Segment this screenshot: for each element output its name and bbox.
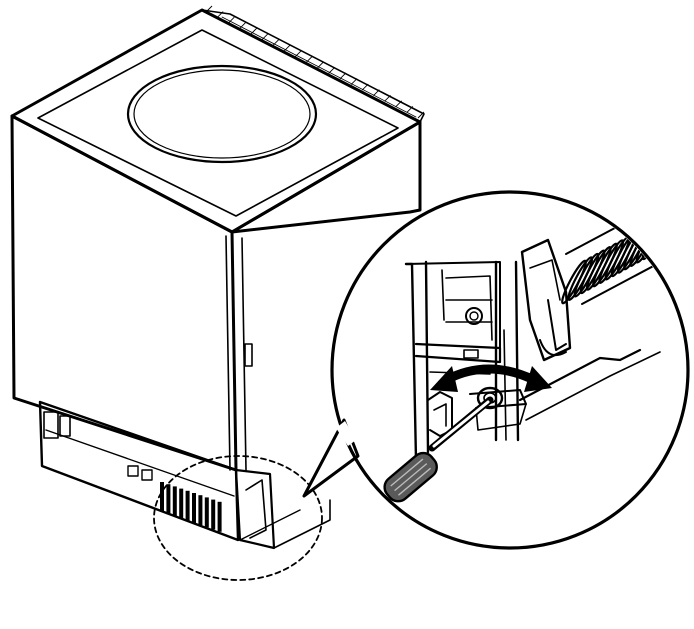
grid-tick <box>384 94 391 102</box>
vent-slot <box>179 488 184 519</box>
double-arrow-icon <box>430 364 552 392</box>
grid-tick <box>261 33 269 41</box>
hinge-spring <box>561 208 680 305</box>
grid-tick <box>406 106 414 113</box>
grid-tick <box>272 39 280 46</box>
grid-tick <box>205 5 213 13</box>
grid-tick <box>350 78 358 85</box>
screwdriver-icon <box>383 396 494 503</box>
vent-slot <box>185 490 190 521</box>
grid-tick <box>283 44 291 52</box>
vent-slot <box>166 484 171 515</box>
vent-slot <box>217 501 222 532</box>
grid-tick <box>216 11 224 18</box>
kick-plate-vents <box>160 482 222 532</box>
grid-tick <box>417 111 425 119</box>
vent-slot <box>172 486 177 517</box>
top-grid-ticks <box>205 5 425 119</box>
magnified-detail <box>404 203 680 462</box>
spring-coil <box>647 212 674 257</box>
vent-slot <box>160 482 164 512</box>
vent-slot <box>192 493 196 523</box>
grid-tick <box>250 27 257 35</box>
spring-coil <box>654 208 680 254</box>
grid-tick <box>339 72 347 80</box>
magnifier-callout-icon <box>302 190 690 550</box>
grid-tick <box>306 55 313 63</box>
grid-tick <box>373 89 380 97</box>
vent-slot <box>211 499 216 530</box>
grid-tick <box>294 50 302 57</box>
grid-tick <box>227 16 235 24</box>
vent-slot <box>204 497 209 528</box>
grid-tick <box>328 67 336 74</box>
dishwasher-body-icon <box>10 5 425 550</box>
grid-tick <box>361 83 369 91</box>
vent-slot <box>198 495 203 526</box>
grid-tick <box>395 100 403 108</box>
grid-tick <box>317 61 324 69</box>
dashed-focus-circle-icon <box>153 455 323 581</box>
grid-tick <box>239 22 246 30</box>
